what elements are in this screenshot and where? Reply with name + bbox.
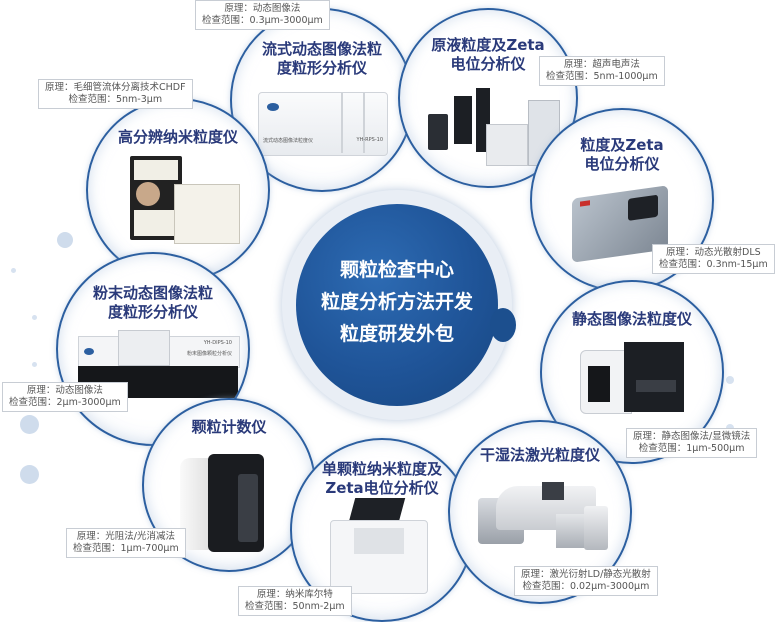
- decor-dot: [20, 415, 39, 434]
- device-image-static: [580, 342, 686, 414]
- device-image-powder-dip: YH-DIPS-10 粉末图像颗粒分析仪: [78, 328, 240, 398]
- info-box-flow-dip: 原理：动态图像法检查范围：0.3μm-3000μm: [195, 0, 330, 30]
- device-image-laser: [478, 482, 608, 552]
- instrument-title: 干湿法激光粒度仪: [479, 446, 600, 464]
- center-hub-inner: 颗粒检查中心 粒度分析方法开发 粒度研发外包: [296, 204, 498, 406]
- device-image-flow-dip: 流式动态图像法粒度仪 YH-RPS-10: [258, 92, 388, 156]
- device-image-nano-coulter: [330, 498, 430, 594]
- info-box-single-particle: 原理：纳米库尔特检查范围：50nm-2μm: [238, 586, 352, 616]
- center-line-3: 粒度研发外包: [339, 323, 454, 345]
- decor-dot: [32, 315, 37, 320]
- instrument-particle-counter[interactable]: 颗粒计数仪: [142, 398, 316, 572]
- instrument-title: 颗粒计数仪: [191, 418, 267, 436]
- decor-dot: [32, 362, 37, 367]
- decor-dot: [726, 376, 734, 384]
- center-line-1: 颗粒检查中心: [339, 259, 454, 281]
- device-image-raw-liquid-zeta: [428, 88, 560, 166]
- instrument-title: 粉末动态图像法粒度粒形分析仪: [92, 284, 213, 321]
- decor-dot: [20, 465, 39, 484]
- device-image-counter: [180, 454, 264, 554]
- instrument-title: 高分辨纳米粒度仪: [117, 128, 238, 146]
- instrument-title: 流式动态图像法粒度粒形分析仪: [261, 40, 382, 77]
- device-image-chdf: [130, 156, 240, 244]
- decor-dot: [57, 232, 73, 248]
- center-knob-decor: [490, 308, 516, 342]
- decor-dot: [11, 268, 16, 273]
- info-box-raw-liquid-zeta: 原理：超声电声法检查范围：5nm-1000μm: [539, 56, 665, 86]
- info-box-dry-wet-laser: 原理：激光衍射LD/静态光散射检查范围：0.02μm-3000μm: [514, 566, 658, 596]
- info-box-powder-dip: 原理：动态图像法检查范围：2μm-3000μm: [2, 382, 128, 412]
- center-line-2: 粒度分析方法开发: [320, 291, 473, 313]
- info-box-particle-counter: 原理：光阻法/光消减法检查范围：1μm-700μm: [66, 528, 186, 558]
- instrument-title: 静态图像法粒度仪: [571, 310, 692, 328]
- info-box-static-image: 原理：静态图像法/显微镜法检查范围：1μm-500μm: [626, 428, 758, 458]
- center-hub: 颗粒检查中心 粒度分析方法开发 粒度研发外包: [282, 190, 516, 420]
- instrument-high-res-nano[interactable]: 高分辨纳米粒度仪: [86, 98, 270, 282]
